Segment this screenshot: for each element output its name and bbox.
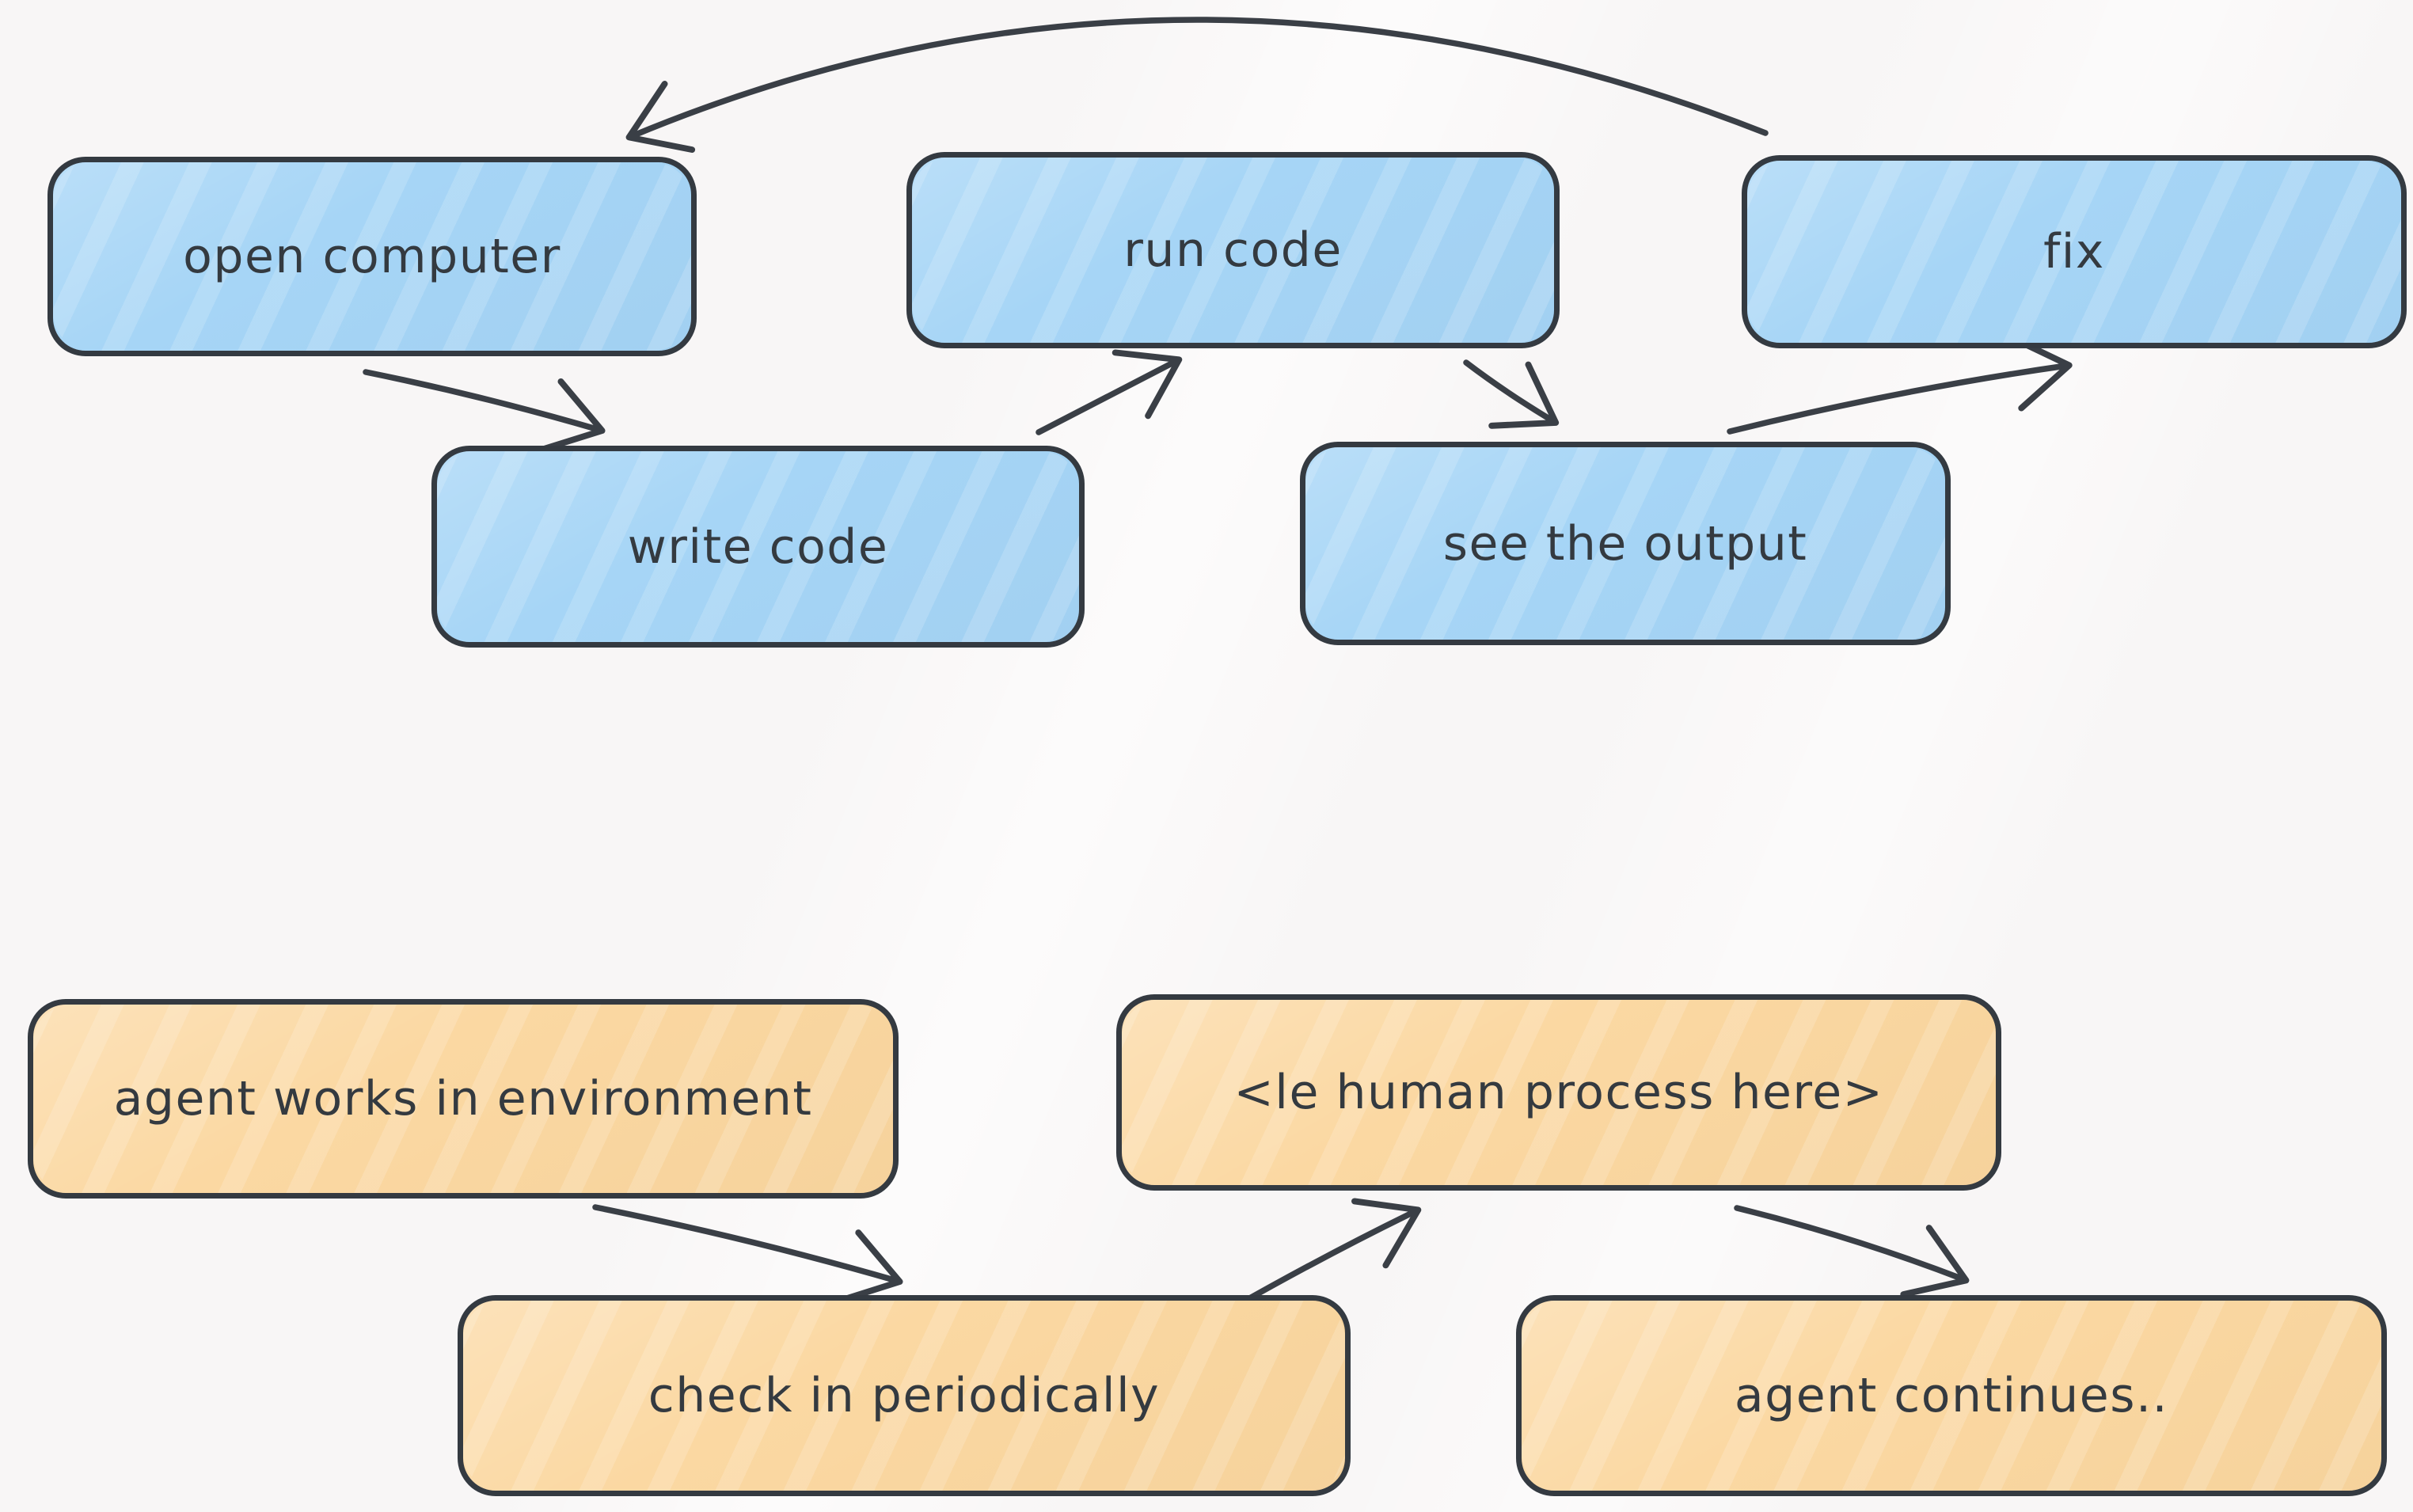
arrow-write-code-to-run-code[interactable] bbox=[1036, 349, 1183, 435]
arrow-le-human-to-agent-continues[interactable] bbox=[1734, 1205, 1970, 1297]
node-fix-label: fix bbox=[2043, 224, 2105, 279]
arrow-agent-works-to-check-in[interactable] bbox=[592, 1204, 903, 1305]
node-check-in-label: check in periodically bbox=[648, 1368, 1161, 1423]
node-agent-works-label: agent works in environment bbox=[113, 1071, 813, 1126]
arrow-open-computer-to-write-code[interactable] bbox=[363, 369, 606, 454]
node-open-computer[interactable]: open computer bbox=[48, 157, 697, 356]
node-write-code-label: write code bbox=[627, 519, 889, 575]
node-run-code-label: run code bbox=[1123, 222, 1343, 278]
arrow-run-code-to-see-the-output[interactable] bbox=[1463, 359, 1560, 429]
arrow-see-the-output-to-fix[interactable] bbox=[1727, 334, 2073, 435]
node-see-the-output[interactable]: see the output bbox=[1300, 442, 1951, 645]
node-le-human-label: <le human process here> bbox=[1233, 1065, 1884, 1120]
node-run-code[interactable]: run code bbox=[906, 152, 1560, 348]
node-write-code[interactable]: write code bbox=[431, 446, 1085, 648]
node-agent-continues[interactable]: agent continues.. bbox=[1516, 1295, 2387, 1496]
arrow-fix-to-open-computer-curved[interactable] bbox=[625, 17, 1769, 154]
node-open-computer-label: open computer bbox=[183, 229, 561, 284]
node-agent-continues-label: agent continues.. bbox=[1734, 1368, 2169, 1423]
node-le-human-process-here[interactable]: <le human process here> bbox=[1116, 994, 2001, 1191]
node-agent-works-in-environment[interactable]: agent works in environment bbox=[28, 999, 899, 1199]
node-check-in-periodically[interactable]: check in periodically bbox=[458, 1295, 1351, 1496]
node-see-the-output-label: see the output bbox=[1442, 515, 1808, 572]
node-fix[interactable]: fix bbox=[1742, 155, 2407, 348]
